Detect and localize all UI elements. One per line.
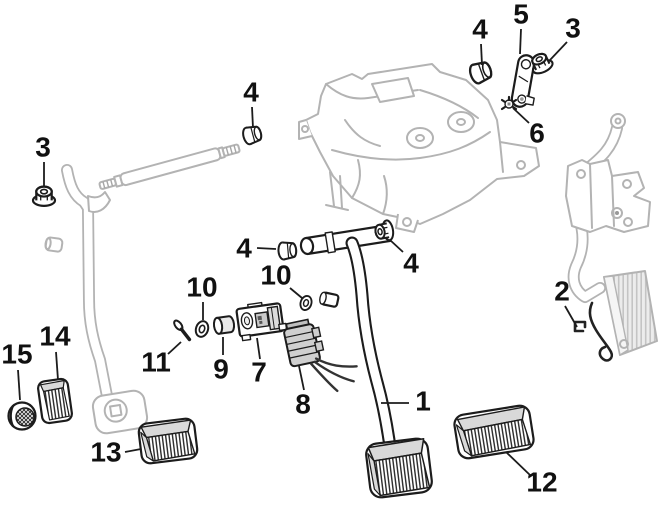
- connector-8: [283, 318, 358, 393]
- bushing-9: [212, 315, 236, 335]
- callout-12-label: 12: [526, 467, 557, 498]
- link-lever-5: [510, 54, 536, 108]
- callout-2-leader-line: [564, 305, 578, 328]
- callout-5-leader-line: [519, 28, 522, 55]
- callout-11-label: 11: [141, 347, 171, 378]
- callout-12-leader-line: [505, 451, 532, 477]
- callout-3-label: 3: [35, 132, 51, 163]
- callout-7-label: 7: [251, 357, 267, 388]
- callout-14-label: 14: [39, 321, 71, 352]
- callout-13-leader-line: [124, 448, 142, 453]
- pedal-support-bracket-drawing: [298, 63, 540, 233]
- bushing-4-pivot-left: [276, 240, 298, 261]
- pedal-pad-13: [137, 417, 199, 465]
- callout-4-label: 4: [403, 248, 419, 279]
- callout-9-label: 9: [213, 354, 229, 385]
- accelerator-pedal-drawing: [565, 113, 658, 357]
- retainer-clip-2: [573, 301, 614, 362]
- pushrod-drawing: [98, 143, 241, 190]
- callout-3-label: 3: [565, 13, 581, 44]
- callout-3-leader-line: [549, 41, 568, 61]
- callout-15-leader-line: [17, 369, 21, 401]
- pedal-pad-14: [37, 377, 73, 425]
- callout-10-label: 10: [186, 272, 217, 303]
- callout-11-leader-line: [167, 341, 182, 355]
- callout-4-label: 4: [236, 233, 252, 264]
- callout-13-label: 13: [90, 437, 121, 468]
- callout-4-leader-line: [480, 43, 483, 66]
- accelerator-pad: [603, 270, 658, 357]
- callout-7-leader-line: [256, 337, 261, 360]
- callout-8-leader-line: [298, 365, 305, 391]
- callout-4-label: 4: [472, 14, 488, 45]
- push-clip-6: [500, 95, 518, 111]
- callout-4-leader-line: [251, 106, 254, 129]
- callout-4-leader-line: [389, 239, 404, 253]
- knob-15: [7, 401, 37, 431]
- stoplamp-switch-7: [235, 301, 288, 342]
- callout-2-label: 2: [554, 276, 570, 307]
- callout-15-label: 15: [1, 339, 32, 370]
- washer-10-left: [192, 318, 212, 340]
- callout-6-label: 6: [529, 118, 545, 149]
- callout-10-label: 10: [260, 260, 291, 291]
- callout-8-label: 8: [295, 389, 311, 420]
- callout-6-leader-line: [512, 107, 530, 124]
- brake-pedal-pad: [365, 437, 433, 499]
- clutch-pedal-drawing: [44, 164, 149, 435]
- callout-4-label: 4: [243, 77, 259, 108]
- callout-14-leader-line: [55, 351, 59, 381]
- brake-pedal-drawing: [299, 224, 433, 499]
- callout-5-label: 5: [513, 0, 529, 30]
- callout-leaders: [17, 28, 578, 477]
- pedal-pad-12: [453, 404, 535, 460]
- pin-11: [173, 319, 192, 342]
- callout-1-label: 1: [415, 386, 431, 417]
- bushing-4-top: [466, 58, 495, 87]
- nut-3-left: [31, 185, 57, 207]
- callout-4-leader-line: [256, 247, 277, 250]
- callout-10-leader-line: [289, 287, 303, 299]
